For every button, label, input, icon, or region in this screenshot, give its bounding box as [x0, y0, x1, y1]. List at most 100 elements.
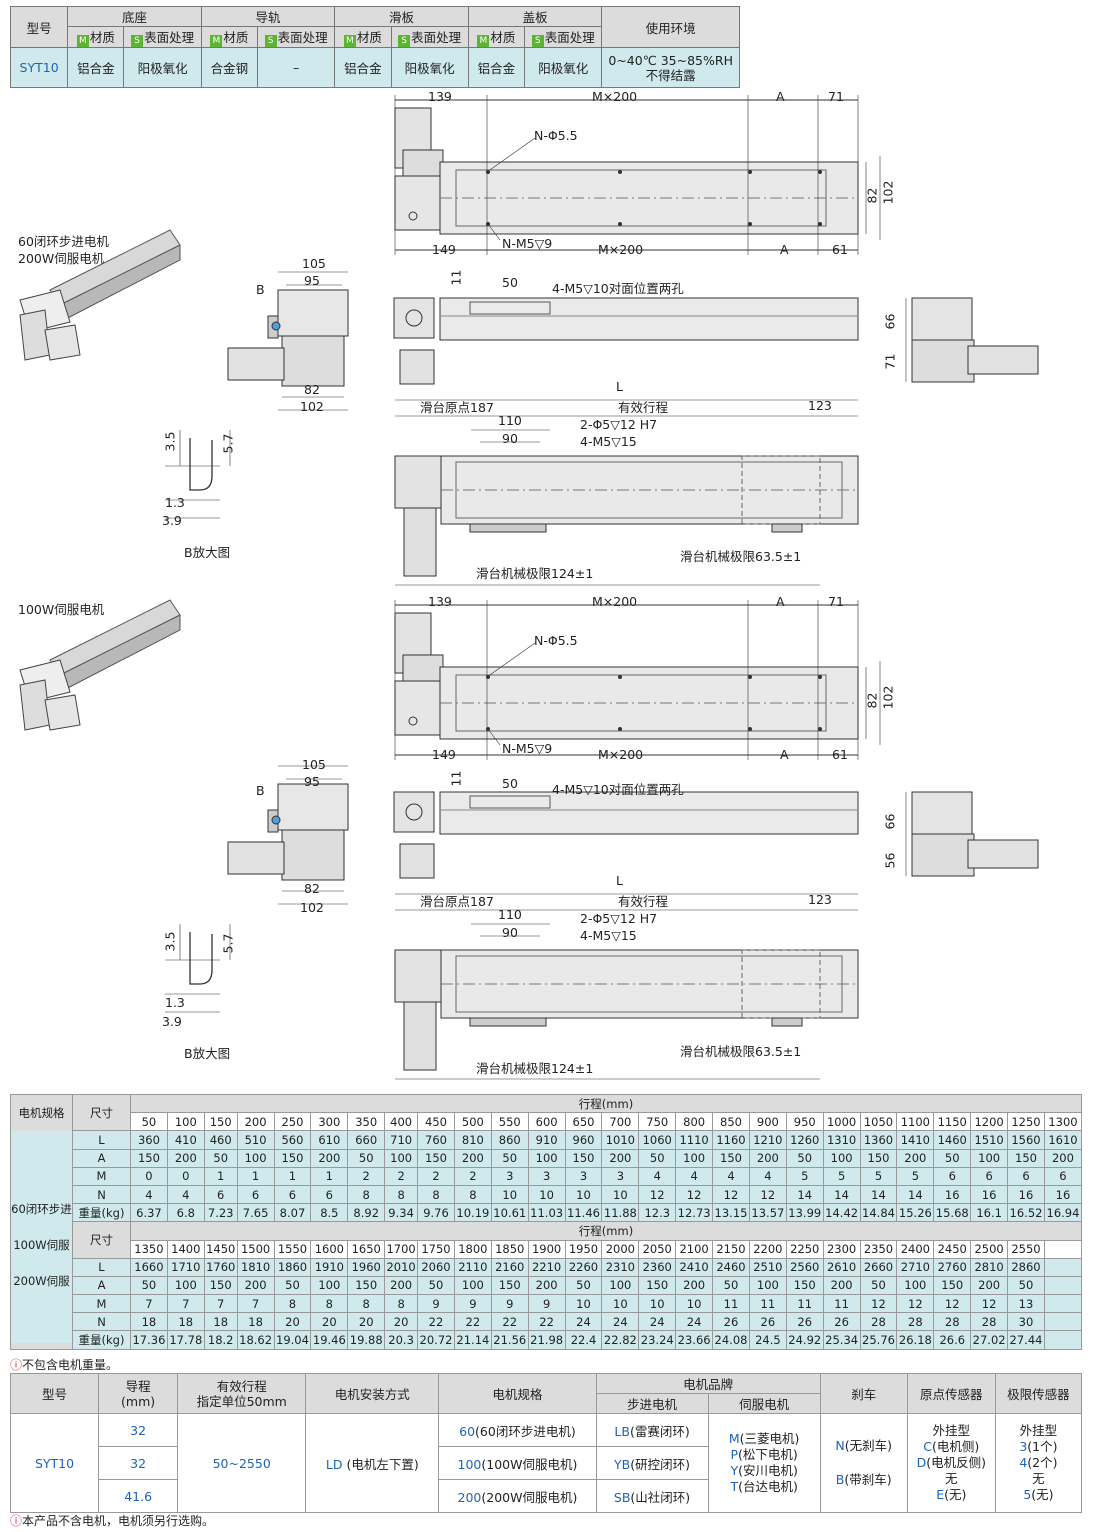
spec-value: 150 — [933, 1275, 972, 1296]
spec-value: 16.52 — [1007, 1203, 1045, 1223]
spec-value: 14 — [896, 1184, 935, 1205]
spec-value: 22.4 — [564, 1330, 603, 1350]
spec-value: 2260 — [564, 1257, 603, 1277]
spec-value: 200 — [384, 1275, 419, 1296]
spec-value: 8 — [273, 1294, 312, 1314]
spec-value: 10 — [527, 1184, 566, 1205]
spec-value: 660 — [347, 1130, 386, 1150]
spec-value: 19.04 — [273, 1330, 312, 1350]
spec-value: 2310 — [601, 1257, 640, 1277]
spec-value: 360 — [130, 1130, 168, 1150]
cover-surface: 阳极氧化 — [524, 47, 603, 88]
stroke-value: 2050 — [638, 1239, 677, 1259]
spec-value: 24 — [564, 1312, 603, 1332]
spec-value: 27.02 — [970, 1330, 1009, 1350]
row-label: N — [72, 1184, 131, 1205]
h-size: 尺寸 — [72, 1221, 131, 1259]
spec-value: 7 — [236, 1294, 275, 1314]
spec-value: 4 — [638, 1166, 677, 1186]
sel-model: SYT10 — [9, 1413, 100, 1513]
rail-material: 合金钢 — [200, 47, 258, 88]
spec-value: 12 — [748, 1184, 787, 1205]
spec-value: 1760 — [203, 1257, 238, 1277]
spec-value: 150 — [203, 1275, 238, 1296]
spec-value: 5 — [859, 1166, 898, 1186]
spec-value: 8 — [347, 1184, 386, 1205]
spec-value: 10 — [490, 1184, 529, 1205]
spec-value: 1710 — [166, 1257, 205, 1277]
motor-title-2: 100W伺服电机 — [18, 602, 105, 617]
drawing-svg — [19, 94, 1039, 1080]
spec-value: 100 — [236, 1148, 275, 1168]
stroke-value: 100 — [166, 1112, 205, 1132]
h-stroke: 行程(mm) — [130, 1221, 1082, 1241]
spec-value: 1860 — [273, 1257, 312, 1277]
stroke-value: 700 — [601, 1112, 640, 1132]
stroke-value: 2550 — [1007, 1239, 1045, 1259]
row-label: A — [72, 1275, 131, 1296]
spec-value: 25.34 — [822, 1330, 861, 1350]
spec-value: 6.37 — [130, 1203, 168, 1223]
spec-value: 3 — [564, 1166, 603, 1186]
spec-value: 12 — [638, 1184, 677, 1205]
spec-value: 10 — [675, 1294, 714, 1314]
spec-value: 28 — [859, 1312, 898, 1332]
stroke-value: 550 — [490, 1112, 529, 1132]
spec-value: 510 — [236, 1130, 275, 1150]
stroke-value: 1750 — [417, 1239, 455, 1259]
stroke-value: 1700 — [384, 1239, 419, 1259]
spec-empty — [1043, 1257, 1083, 1277]
h-motor: 电机规格 — [18, 1106, 65, 1120]
spec-value: 1460 — [933, 1130, 972, 1150]
spec-value: 50 — [347, 1148, 386, 1168]
spec-value: 200 — [310, 1148, 349, 1168]
spec-value: 16 — [970, 1184, 1009, 1205]
spec-value: 810 — [453, 1130, 492, 1150]
spec-value: 200 — [748, 1148, 787, 1168]
spec-value: 50 — [933, 1148, 972, 1168]
cover-material: 铝合金 — [467, 47, 526, 88]
spec-value: 150 — [417, 1148, 455, 1168]
stroke-value: 2200 — [748, 1239, 787, 1259]
spec-value: 1160 — [712, 1130, 750, 1150]
slider-material: 铝合金 — [334, 47, 392, 88]
spec-value: 24.08 — [712, 1330, 750, 1350]
spec-value: 14 — [859, 1184, 898, 1205]
spec-value: 1 — [236, 1166, 275, 1186]
spec-value: 100 — [166, 1275, 205, 1296]
spec-value: 8 — [347, 1294, 386, 1314]
spec-3: 200(200W伺服电机) — [438, 1479, 597, 1513]
spec-value: 11.03 — [527, 1203, 566, 1223]
spec-value: 11.88 — [601, 1203, 640, 1223]
spec-value: 2860 — [1007, 1257, 1045, 1277]
spec-value: 8.92 — [347, 1203, 386, 1223]
stroke-empty — [1043, 1239, 1083, 1259]
spec-value: 100 — [748, 1275, 787, 1296]
spec-value: 1 — [203, 1166, 238, 1186]
spec-value: 460 — [203, 1130, 238, 1150]
h-model: 型号 — [9, 1373, 100, 1414]
spec-value: 24 — [601, 1312, 640, 1332]
spec-value: 150 — [564, 1148, 603, 1168]
spec-value: 22 — [527, 1312, 566, 1332]
stroke-value: 200 — [236, 1112, 275, 1132]
spec-value: 3 — [527, 1166, 566, 1186]
stroke-value: 1450 — [203, 1239, 238, 1259]
spec-value: 100 — [453, 1275, 492, 1296]
spec-value: 710 — [384, 1130, 419, 1150]
spec-value: 410 — [166, 1130, 205, 1150]
spec-value: 22 — [490, 1312, 529, 1332]
spec-value: 20 — [384, 1312, 419, 1332]
spec-value: 12.3 — [638, 1203, 677, 1223]
stroke-value: 1200 — [970, 1112, 1009, 1132]
spec-value: 2 — [417, 1166, 455, 1186]
spec-value: 11 — [748, 1294, 787, 1314]
spec-value: 1010 — [601, 1130, 640, 1150]
spec-value: 19.88 — [347, 1330, 386, 1350]
spec-value: 8.07 — [273, 1203, 312, 1223]
spec-value: 12 — [859, 1294, 898, 1314]
spec-value: 20.72 — [417, 1330, 455, 1350]
